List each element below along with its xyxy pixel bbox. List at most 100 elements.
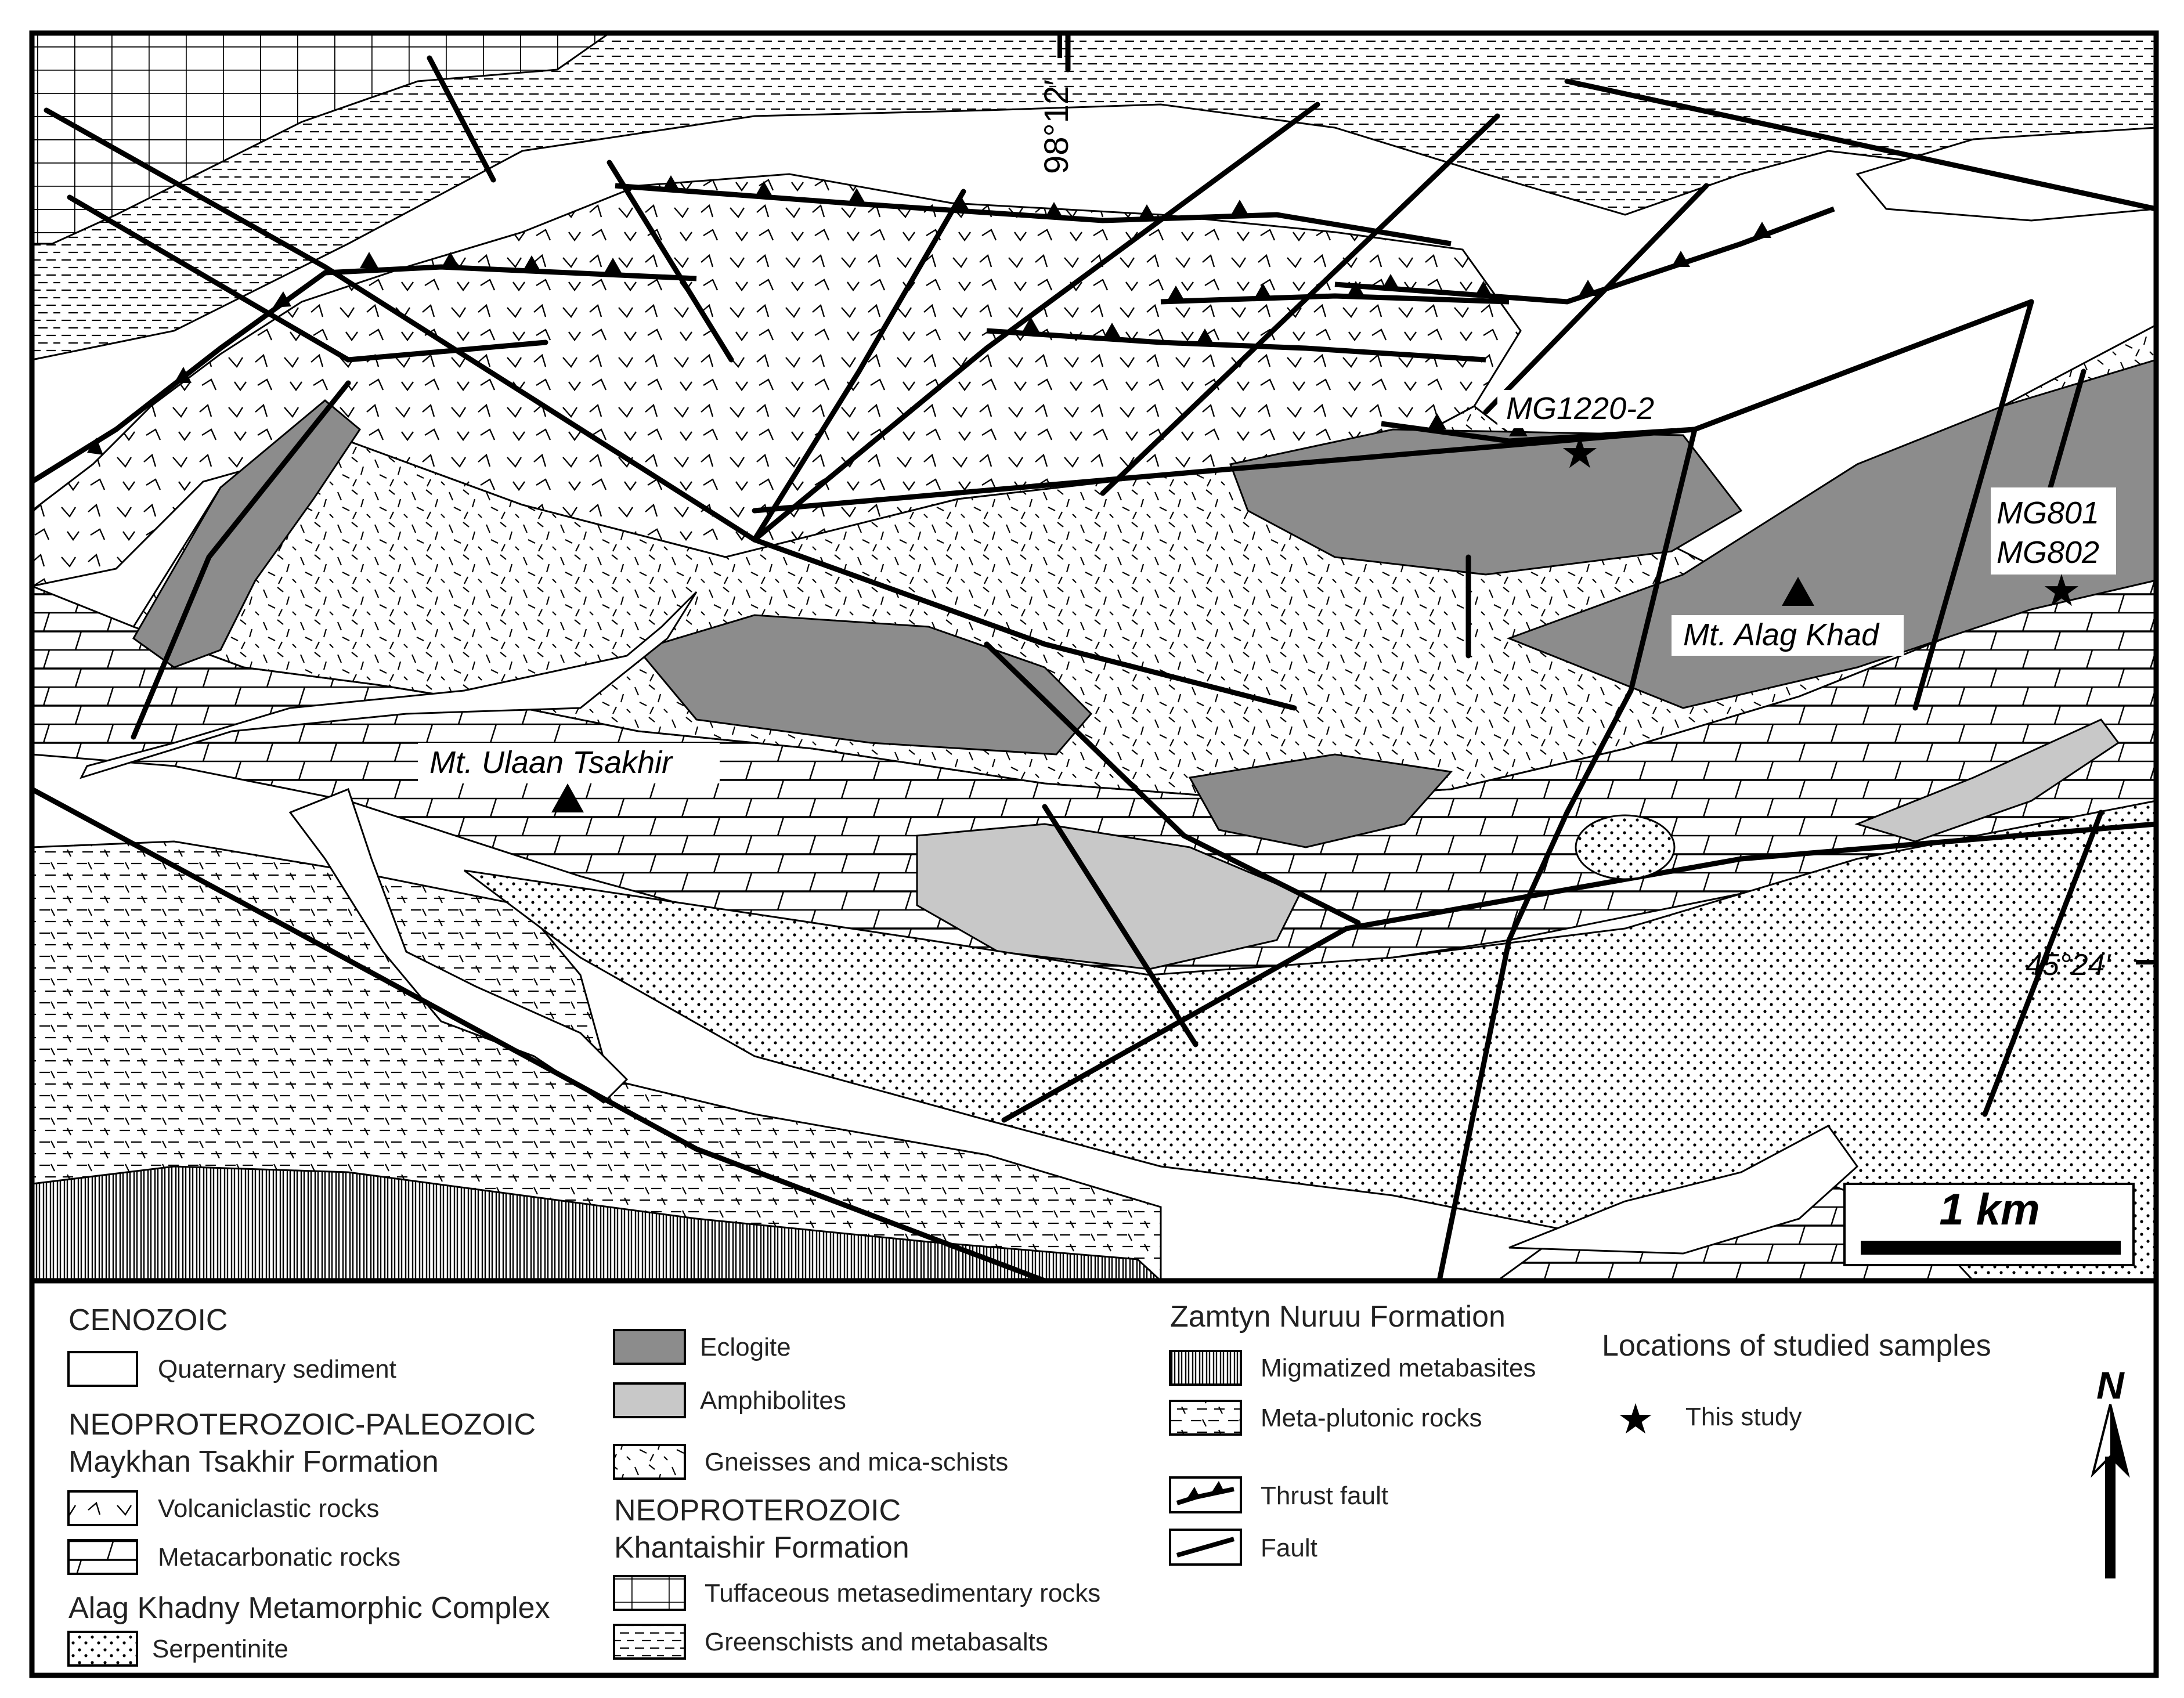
thrust-fault-line xyxy=(30,264,697,484)
legend-swatch-tuffaceous xyxy=(613,1575,686,1611)
legend-heading-cenozoic: CENOZOIC xyxy=(68,1303,228,1337)
thrust-tooth xyxy=(1753,222,1771,238)
legend-label-gneisses: Gneisses and mica-schists xyxy=(705,1448,1008,1476)
thrust-tooth xyxy=(1045,202,1063,218)
fault-line xyxy=(752,102,1320,543)
thrust-tooth xyxy=(1474,281,1493,297)
peak-triangle-icon xyxy=(551,783,584,812)
unit-quaternary-se xyxy=(1508,1125,1858,1255)
fault-line xyxy=(131,380,351,740)
legend-swatch-eclogite xyxy=(613,1329,686,1365)
thrust-tooth xyxy=(1186,1481,1225,1500)
fault-line xyxy=(427,55,496,183)
thrust-tooth xyxy=(87,438,103,455)
fault-line xyxy=(29,786,1048,1284)
label-bg xyxy=(418,743,720,783)
label-bg xyxy=(1497,390,1677,428)
fault-line xyxy=(1982,810,2104,1117)
legend-swatch-gneisses xyxy=(613,1444,686,1480)
fault-line xyxy=(1042,804,1199,1047)
unit-eclogite-ne xyxy=(1229,428,1743,576)
unit-amphibolite-east xyxy=(1854,718,2120,843)
legend-label-this-study: This study xyxy=(1685,1403,1802,1431)
sample-star-icon: ★ xyxy=(2042,565,2081,616)
fault-line xyxy=(607,160,734,363)
thrust-tooth xyxy=(1347,281,1365,297)
unit-amphibolite-central xyxy=(916,823,1302,970)
legend-star-icon: ★ xyxy=(1617,1394,1655,1443)
legend-swatch-serpentinite xyxy=(67,1631,138,1667)
sample-label-mg1220: MG1220-2 xyxy=(1506,391,1654,426)
legend-heading-khantaishir: Khantaishir Formation xyxy=(614,1531,909,1565)
fault-line xyxy=(67,194,548,363)
place-label-alag: Mt. Alag Khad xyxy=(1683,617,1880,652)
thrust-tooth xyxy=(1167,286,1185,302)
fault-icon xyxy=(1176,1537,1235,1558)
fault-line xyxy=(984,641,1361,926)
thrust-tooth xyxy=(1230,200,1249,216)
legend-swatch-greenschists xyxy=(613,1624,686,1660)
thrust-tooth xyxy=(1196,328,1214,345)
unit-quaternary-west xyxy=(80,591,698,779)
thrust-tooth xyxy=(1138,204,1156,221)
thrust-tooth xyxy=(1428,413,1446,429)
thrust-tooth xyxy=(1381,274,1400,290)
thrust-fault-line xyxy=(986,328,1486,363)
faults xyxy=(29,32,2159,1284)
fault-line xyxy=(1100,113,1500,496)
thrust-tooth xyxy=(604,258,622,274)
thrust-fault-line xyxy=(1334,206,1835,305)
legend-label-thrust: Thrust fault xyxy=(1261,1482,1388,1510)
unit-serpentinite-lens xyxy=(1575,814,1676,880)
fault-line xyxy=(2046,368,2086,496)
thrust-tooth xyxy=(174,367,192,383)
map-panel: 98°12′ 45°24′ Mt. Ulaan Tsakhir Mt. Alag… xyxy=(29,30,2159,1284)
legend-heading-maykhan: Maykhan Tsakhir Formation xyxy=(68,1445,439,1479)
label-bg xyxy=(1672,615,1904,656)
thrust-tooth xyxy=(1103,323,1121,339)
thrust-tooth xyxy=(1021,317,1040,333)
legend-swatch-quaternary xyxy=(67,1351,138,1387)
legend-heading-locations: Locations of studied samples xyxy=(1602,1329,1991,1363)
sample-star-icon: ★ xyxy=(1560,427,1600,478)
thrust-fault-line xyxy=(1160,293,1510,305)
place-label-ulaan: Mt. Ulaan Tsakhir xyxy=(429,745,673,780)
legend-swatch-migmatized xyxy=(1169,1350,1242,1386)
legend-swatch-metaplutonic xyxy=(1169,1400,1242,1436)
legend-label-amphibolites: Amphibolites xyxy=(700,1386,846,1415)
legend-label-fault: Fault xyxy=(1261,1534,1317,1562)
legend-swatch-volcaniclastic xyxy=(67,1490,138,1526)
label-bg xyxy=(1991,487,2116,575)
fault-line xyxy=(1001,821,2159,1123)
legend-swatch-fault xyxy=(1169,1529,1242,1566)
legend-label-migmatized: Migmatized metabasites xyxy=(1261,1354,1536,1382)
unit-quaternary-valley xyxy=(288,788,629,1104)
thrust-faults xyxy=(30,183,1835,484)
peak-triangle-icon xyxy=(1782,577,1814,606)
legend-border xyxy=(29,1278,2159,1678)
scale-bar-line xyxy=(1861,1241,2121,1255)
north-arrow-shaft xyxy=(2105,1457,2116,1578)
thrust-tooth xyxy=(441,252,460,268)
fault-line xyxy=(1912,299,2034,711)
unit-eclogite-south xyxy=(1188,753,1453,848)
legend-heading-neoproterozoic: NEOPROTEROZOIC xyxy=(614,1494,901,1527)
legend-label-greenschists: Greenschists and metabasalts xyxy=(705,1628,1048,1656)
legend-heading-zamtyn: Zamtyn Nuruu Formation xyxy=(1170,1300,1506,1334)
thrust-tooth xyxy=(1672,251,1690,267)
legend-label-tuffaceous: Tuffaceous metasedimentary rocks xyxy=(705,1579,1100,1607)
legend-label-volcaniclastic: Volcaniclastic rocks xyxy=(158,1494,379,1523)
thrust-tooth xyxy=(522,255,541,272)
thrust-fault-line xyxy=(1381,421,1695,444)
legend-label-quaternary: Quaternary sediment xyxy=(158,1355,396,1383)
thrust-tooth xyxy=(662,175,680,192)
sample-label-mg802: MG802 xyxy=(1997,535,2099,570)
thrust-tooth xyxy=(1579,280,1597,296)
legend-label-eclogite: Eclogite xyxy=(700,1333,791,1361)
legend-heading-alag-complex: Alag Khadny Metamorphic Complex xyxy=(68,1591,550,1625)
thrust-tooth xyxy=(952,196,970,212)
fault-line xyxy=(1483,183,1709,415)
thrust-tooth xyxy=(1254,283,1272,299)
fault-line xyxy=(1436,427,1698,1284)
legend-swatch-metacarbonatic xyxy=(67,1539,138,1575)
